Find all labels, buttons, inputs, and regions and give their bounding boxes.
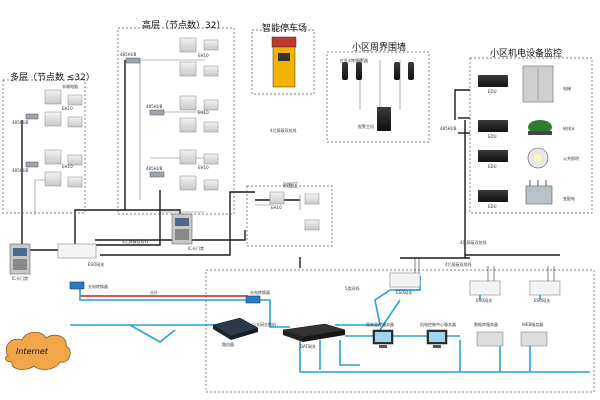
label-hub-4: 485HUB (146, 104, 163, 109)
zone-parking (251, 29, 315, 95)
label-power: 变配电 (563, 196, 575, 201)
label-gateway-2: ESO网关 (396, 290, 413, 295)
label-ehd-6: EH10 (271, 205, 282, 210)
zone-title-parking: 智能停车场 (262, 24, 308, 34)
line-label-2: 4芯屏蔽双绞线 (270, 128, 297, 133)
optical-left (69, 281, 85, 290)
line-label-cat5: 5类网线 (345, 286, 360, 291)
label-edu-3: EDU (488, 164, 497, 169)
label-pc-1: 保安监控服务器 (366, 322, 394, 327)
elevator-icon (522, 65, 554, 103)
door-station-right (171, 213, 193, 245)
label-edu-2: EDU (488, 134, 497, 139)
gateway-units (57, 243, 561, 296)
gateway-antennas (414, 258, 555, 281)
label-pc-2: 机电控制中心服务器 (420, 322, 456, 327)
bus-lines (21, 60, 560, 268)
parking-barrier (271, 36, 297, 88)
label-hub-1: 485HUB (12, 120, 29, 125)
zone-title-multi: 多层（节点数 ≤32） (10, 73, 95, 83)
label-ehd-1: EH10 (62, 106, 73, 111)
label-ehd-4: EH10 (198, 110, 209, 115)
label-optical-1: 光电转换器 (88, 284, 108, 289)
water-pump-icon (528, 120, 552, 135)
label-hub-3: 485HUB (120, 52, 137, 57)
hub-units-multi (25, 113, 39, 168)
label-server-2: WEB服务器 (522, 322, 544, 327)
zone-control-center (205, 269, 595, 393)
label-infrared: 红外对射报警器 (340, 58, 368, 63)
switch-device (282, 323, 346, 342)
router-device (212, 317, 259, 340)
label-gateway-3: ESO网关 (476, 298, 493, 303)
zone-villa (246, 185, 333, 247)
perimeter-sensors (342, 62, 414, 131)
label-door-2: IC卡门禁 (188, 246, 204, 251)
line-label-1: 4芯屏蔽双绞线 (122, 239, 149, 244)
label-top-1: 未端电脑 (62, 84, 78, 89)
label-dat-gateway: DAT网关 (300, 344, 316, 349)
label-ehd-5: EH10 (198, 165, 209, 170)
ehd-units-villa (269, 191, 320, 231)
label-hub-2: 485HUB (12, 168, 29, 173)
label-hub-6: 485HUB (440, 126, 457, 131)
label-router: 路由器 (222, 342, 234, 347)
line-label-fiber: 光纤 (150, 290, 158, 295)
label-alarm-host: 报警主机 (358, 124, 374, 129)
label-switch: 以太网交换机 (252, 322, 276, 327)
zone-title-perimeter: 小区周界围墙 (352, 43, 407, 53)
server-units (476, 331, 548, 347)
label-edu-1: EDU (488, 89, 497, 94)
door-station-left (9, 243, 31, 275)
edu-units (478, 75, 508, 202)
internet-cloud (5, 331, 71, 370)
label-gateway-1: ESO网关 (88, 262, 105, 267)
label-elevator: 电梯 (563, 86, 571, 91)
label-water-pump: 给排水 (563, 126, 575, 131)
ehd-units-multi (44, 89, 83, 188)
zone-title-villa: 别墅区 (283, 183, 299, 189)
transformer-icon (525, 180, 553, 205)
zone-multi-floor (2, 79, 86, 214)
label-hub-5: 485HUB (146, 166, 163, 171)
zone-equipment (469, 57, 593, 214)
optical-right (245, 295, 261, 304)
network-lines (70, 276, 590, 373)
label-ehd-2: EH10 (62, 164, 73, 169)
label-door-1: IC卡门禁 (12, 276, 28, 281)
line-label-3: 4芯屏蔽双绞线 (460, 240, 487, 245)
line-label-4: 4芯屏蔽双绞线 (445, 262, 472, 267)
pc-units (372, 329, 448, 348)
thin-lines (34, 59, 401, 215)
ehd-units-high (179, 37, 219, 191)
hub-units-high (125, 57, 165, 178)
label-optical-2: 光电转换器 (250, 290, 270, 295)
label-edu-4: EDU (488, 204, 497, 209)
label-gateway-4: ESO网关 (534, 298, 551, 303)
internet-label: Internet (16, 347, 48, 356)
zone-title-equipment: 小区机电设备监控 (490, 49, 563, 59)
label-ehd-3: EH10 (198, 53, 209, 58)
zone-title-high: 高层（节点数）32） (142, 21, 226, 31)
label-server-1: 数据库服务器 (474, 322, 498, 327)
label-lighting: 公共照明 (563, 156, 579, 161)
lighting-icon (527, 147, 549, 169)
